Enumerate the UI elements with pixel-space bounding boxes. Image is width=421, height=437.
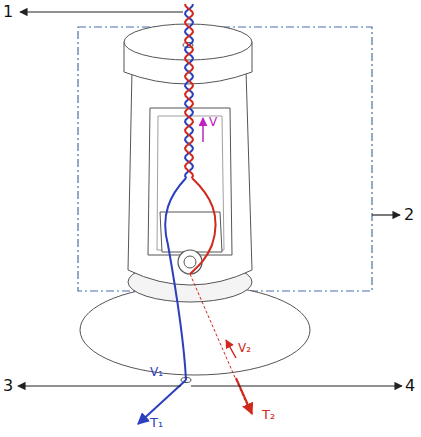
- pulley: [178, 250, 202, 274]
- v-arrow: [202, 118, 204, 142]
- velocity-label: V₁: [150, 366, 163, 378]
- tension-label: T₁: [150, 416, 163, 429]
- callout-leader: [372, 214, 400, 215]
- slider-block: [160, 212, 222, 252]
- callout-leader: [20, 11, 183, 12]
- twisted-wire-blue: [185, 4, 193, 178]
- callout-number: 2: [404, 207, 414, 223]
- callout-number: 4: [405, 378, 415, 394]
- callout-number: 1: [3, 4, 13, 20]
- velocity-label: V: [209, 116, 217, 128]
- twisted-wire-red: [185, 4, 193, 178]
- callout-number: 3: [3, 378, 13, 394]
- blue-wire: [165, 178, 186, 380]
- cylinder-body: [128, 70, 252, 285]
- tension-label: T₂: [262, 408, 275, 421]
- callout-leader: [18, 385, 181, 386]
- window-cutout: [148, 108, 232, 255]
- v2-arrow: [226, 340, 236, 358]
- red-wire: [190, 178, 216, 274]
- pulley-hub: [184, 256, 196, 268]
- callout-leader: [191, 385, 402, 386]
- twisted-wire: [185, 4, 193, 178]
- velocity-label: V₂: [238, 342, 251, 354]
- boundary-box: [78, 27, 372, 291]
- t2-arrow: [236, 378, 252, 414]
